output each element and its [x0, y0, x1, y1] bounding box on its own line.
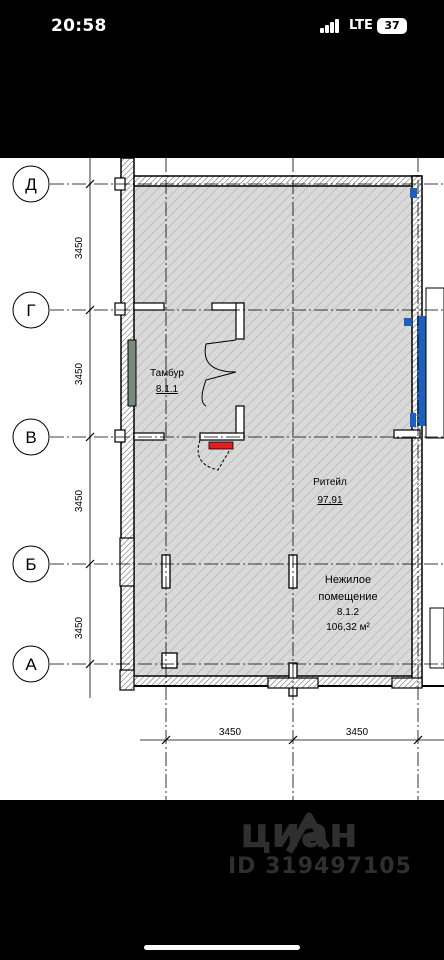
grid-bubble-v — [12, 418, 50, 456]
room-vestibule-name: Тамбур — [150, 367, 184, 379]
dim-vertical-3: 3450 — [74, 489, 85, 512]
grid-bubble-a — [12, 645, 50, 683]
floor-plan: 3450 3450 3450 3450 3450 3450 Д Г В Б А — [12, 158, 444, 800]
blue-marker — [404, 318, 412, 326]
cian-logo-icon — [285, 812, 331, 854]
door-swing-2 — [201, 371, 237, 407]
vestibule-wall-bottom — [133, 432, 165, 441]
dim-vertical-1: 3450 — [74, 236, 85, 259]
network-type: LTE — [349, 18, 373, 33]
room-premises-number: 8.1.2 — [337, 607, 360, 618]
door-swing-3 — [197, 439, 233, 471]
dim-horizontal-1: 3450 — [219, 727, 242, 738]
vestibule-wall-top — [133, 302, 165, 311]
wall-left — [120, 158, 135, 687]
grid-label-b: Б — [25, 555, 36, 574]
grid-bubble-b — [12, 545, 50, 583]
dim-horizontal-2: 3450 — [346, 727, 369, 738]
blue-marker — [410, 413, 416, 427]
battery-icon: 37 — [377, 18, 407, 34]
room-premises-line1: Нежилое — [325, 574, 371, 586]
blue-marker — [410, 188, 417, 198]
right-structure — [425, 287, 444, 439]
column — [393, 429, 421, 439]
room-vestibule-number: 8.1.1 — [156, 384, 179, 395]
grid-label-a: А — [25, 655, 37, 674]
right-structure — [429, 607, 444, 669]
status-time: 20:58 — [51, 16, 107, 36]
left-window — [127, 339, 137, 407]
home-indicator[interactable] — [144, 945, 300, 950]
red-equipment — [208, 441, 234, 450]
watermark-id: ID 319497105 — [228, 854, 412, 879]
watermark-brand: циан — [240, 808, 358, 857]
dim-vertical-2: 3450 — [74, 362, 85, 385]
column — [114, 302, 126, 316]
floor-area — [134, 185, 416, 685]
cellular-signal-icon — [320, 19, 342, 33]
grid-bubble-d — [12, 165, 50, 203]
status-bar: 20:58 LTE 37 — [0, 0, 444, 54]
room-premises-line2: помещение — [318, 591, 377, 603]
column — [119, 537, 135, 587]
blue-window — [417, 316, 427, 426]
watermark: циан ID 319497105 — [180, 808, 430, 888]
vestibule-wall-right-low — [235, 405, 245, 437]
door-swing-1 — [204, 339, 237, 373]
floor-plan-image[interactable]: 3450 3450 3450 3450 3450 3450 Д Г В Б А — [0, 158, 444, 800]
room-retail-area: 97,91 — [317, 495, 342, 506]
column — [119, 669, 135, 691]
grid-label-g: Г — [26, 301, 35, 320]
dim-vertical-4: 3450 — [74, 616, 85, 639]
vestibule-wall-bottom-right — [199, 432, 245, 441]
vestibule-wall-right — [235, 302, 245, 340]
room-premises-area: 106,32 м² — [326, 622, 370, 633]
room-retail-name: Ритейл — [313, 477, 347, 488]
column — [114, 429, 126, 443]
grid-bubble-g — [12, 291, 50, 329]
column — [391, 677, 423, 689]
grid-label-v: В — [25, 428, 36, 447]
column — [161, 652, 178, 669]
grid-label-d: Д — [25, 175, 37, 194]
